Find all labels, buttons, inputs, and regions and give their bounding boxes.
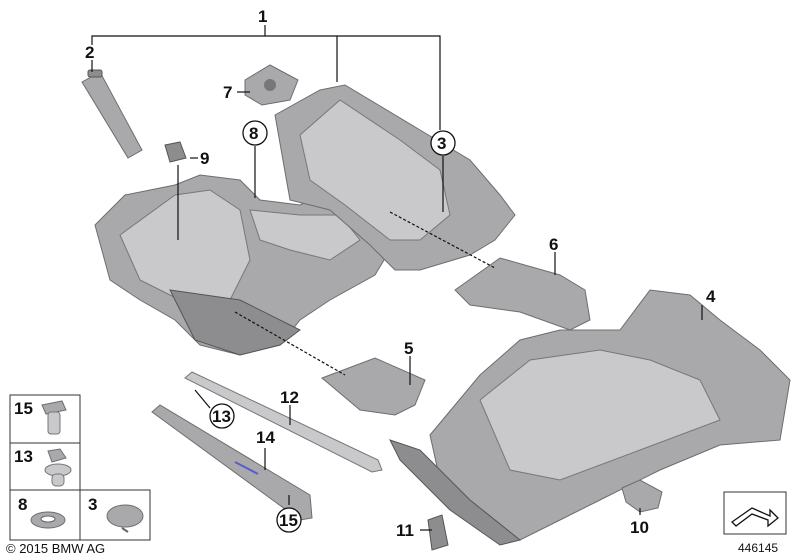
callout-4: 4 <box>706 287 716 306</box>
callout-15: 15 <box>279 511 298 530</box>
callout-10: 10 <box>630 518 649 537</box>
cap-3-icon <box>106 504 144 533</box>
part-6-insulation <box>454 257 591 331</box>
callout-8: 8 <box>249 124 258 143</box>
part-7-hole <box>264 79 276 91</box>
clip-15-icon <box>41 400 67 435</box>
callout-9: 9 <box>200 149 209 168</box>
fastener-legend: 15 13 8 3 <box>9 394 151 541</box>
part-4-floor-covering <box>389 289 791 546</box>
copyright: © 2015 BMW AG <box>6 541 106 556</box>
legend-label-15: 15 <box>14 399 33 418</box>
part-5-insulation <box>321 357 426 416</box>
part-11-clip <box>427 514 449 551</box>
callout-12: 12 <box>280 388 299 407</box>
part-9-clip <box>164 141 187 163</box>
diagram-number: 446145 <box>738 541 779 555</box>
callout-11: 11 <box>396 521 414 540</box>
orientation-arrow-icon <box>723 491 787 535</box>
part-2-trim-strip <box>81 69 143 159</box>
leader-lines <box>91 25 703 531</box>
callout-1: 1 <box>258 7 267 26</box>
legend-label-13: 13 <box>14 447 33 466</box>
part-10-cap <box>621 479 663 513</box>
speed-nut-8-icon <box>30 511 66 529</box>
callout-3: 3 <box>437 134 446 153</box>
legend-label-8: 8 <box>18 495 27 514</box>
rivet-13-icon <box>44 448 72 487</box>
callout-5: 5 <box>404 339 413 358</box>
legend-label-3: 3 <box>88 495 97 514</box>
part-14-entrance-strip <box>151 404 313 521</box>
callout-8-circle <box>242 120 268 146</box>
callout-2: 2 <box>85 43 94 62</box>
callout-13-circle <box>209 403 235 429</box>
callout-13: 13 <box>212 407 231 426</box>
callout-7: 7 <box>223 83 232 102</box>
part-12-sill-strip <box>184 371 383 473</box>
front-floor-carpet <box>94 174 391 356</box>
callout-15-circle <box>276 507 302 533</box>
callout-6: 6 <box>549 235 558 254</box>
callout-3-circle <box>430 130 456 156</box>
rear-floor-carpet <box>274 84 516 271</box>
callout-14: 14 <box>256 428 275 447</box>
